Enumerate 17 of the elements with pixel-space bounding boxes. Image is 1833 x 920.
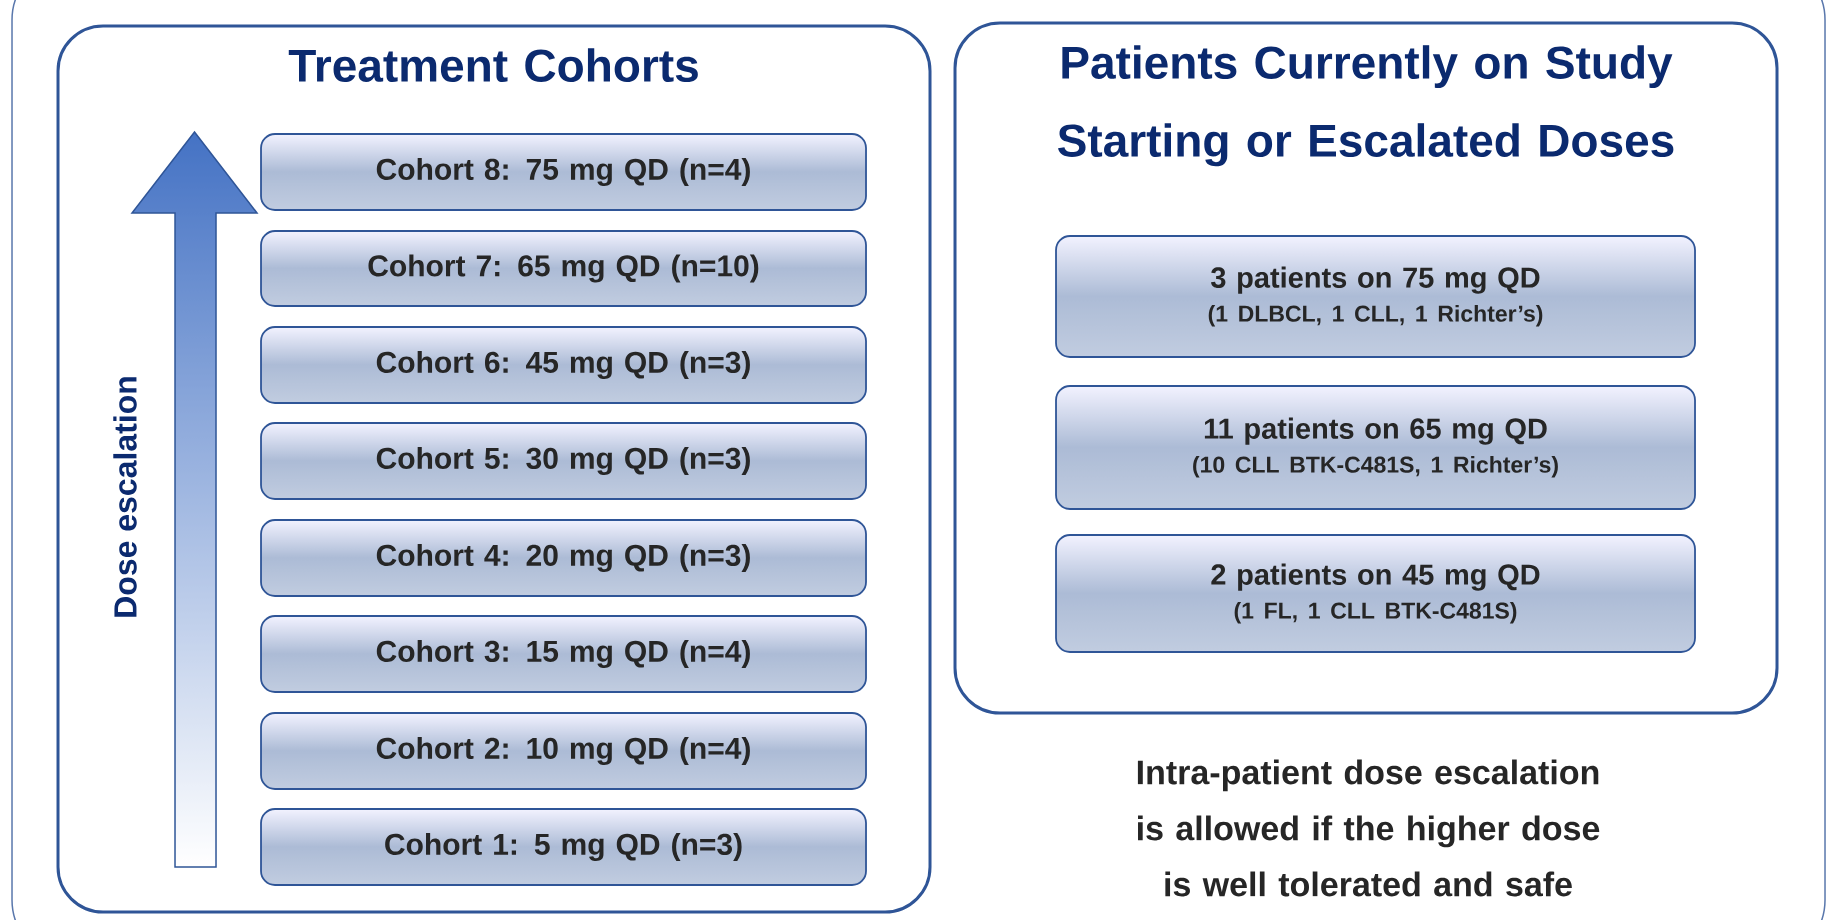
panel	[56, 24, 932, 914]
cohort-box: Cohort 6: 45 mg QD (n=3)	[260, 326, 867, 404]
patient-box: 11 patients on 65 mg QD (10 CLL BTK-C481S, 1 Richter’s)	[1055, 385, 1696, 510]
cohort-box: Cohort 3: 15 mg QD (n=4)	[260, 615, 867, 693]
patient-box: 3 patients on 75 mg QD (1 DLBCL, 1 CLL, 1 Richter’s)	[1055, 235, 1696, 358]
cohort-box: Cohort 2: 10 mg QD (n=4)	[260, 712, 867, 790]
cohort-box: Cohort 4: 20 mg QD (n=3)	[260, 519, 867, 597]
patient-box: 2 patients on 45 mg QD (1 FL, 1 CLL BTK-C481S)	[1055, 534, 1696, 653]
panel	[953, 21, 1779, 715]
cohort-box: Cohort 7: 65 mg QD (n=10)	[260, 230, 867, 307]
panel-title: Patients Currently on Study Starting or Escalated Doses	[1058, 45, 1674, 167]
cohort-box: Cohort 8: 75 mg QD (n=4)	[260, 133, 867, 211]
axis-label: Dose escalation	[113, 377, 137, 617]
cohort-box: Cohort 1: 5 mg QD (n=3)	[260, 808, 867, 886]
panel-title: Treatment Cohorts	[288, 48, 698, 82]
note-text: Intra-patient dose escalation is allowed if the higher dose is well tolerated and safe	[1137, 759, 1600, 897]
cohort-box: Cohort 5: 30 mg QD (n=3)	[260, 422, 867, 500]
